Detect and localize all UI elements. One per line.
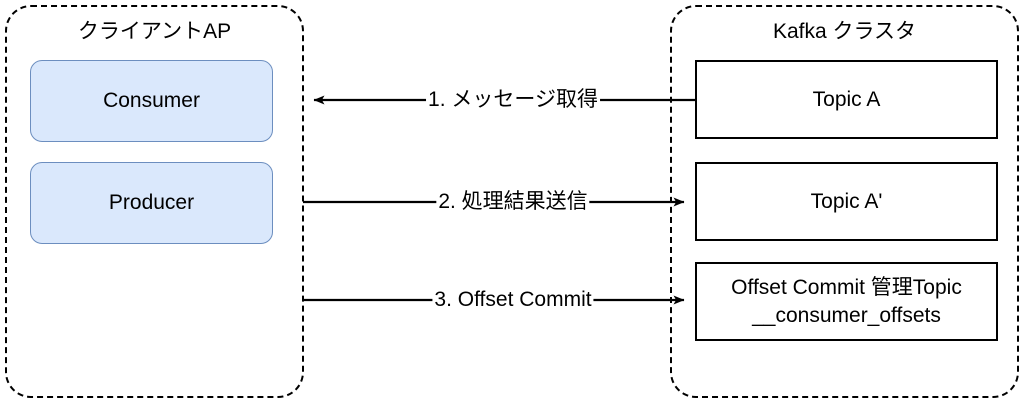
consumer-box[interactable]: Consumer [30,60,273,142]
consumer-offsets-topic-box[interactable]: Offset Commit 管理Topic __consumer_offsets [695,262,998,341]
flow-1-label: 1. メッセージ取得 [426,88,600,112]
kafka-cluster-group [670,5,1019,398]
consumer-label: Consumer [103,89,200,112]
kafka-cluster-title: Kafka クラスタ [772,20,917,43]
consumer-offsets-label-line1: Offset Commit 管理Topic [731,275,962,299]
producer-box[interactable]: Producer [30,162,273,244]
consumer-offsets-label-line2: __consumer_offsets [752,303,941,327]
producer-label: Producer [108,191,195,214]
client-application-group [5,5,304,398]
flow-3-label: 3. Offset Commit [432,288,594,312]
consumer-offsets-label-wrap: Offset Commit 管理Topic __consumer_offsets [727,274,966,330]
topic-a-box[interactable]: Topic A [695,60,998,139]
flow-2-label: 2. 処理結果送信 [436,190,590,214]
client-application-title: クライアントAP [77,20,232,43]
topic-a-prime-box[interactable]: Topic A' [695,162,998,241]
topic-a-label: Topic A [812,87,881,111]
topic-a-prime-label: Topic A' [810,189,883,213]
